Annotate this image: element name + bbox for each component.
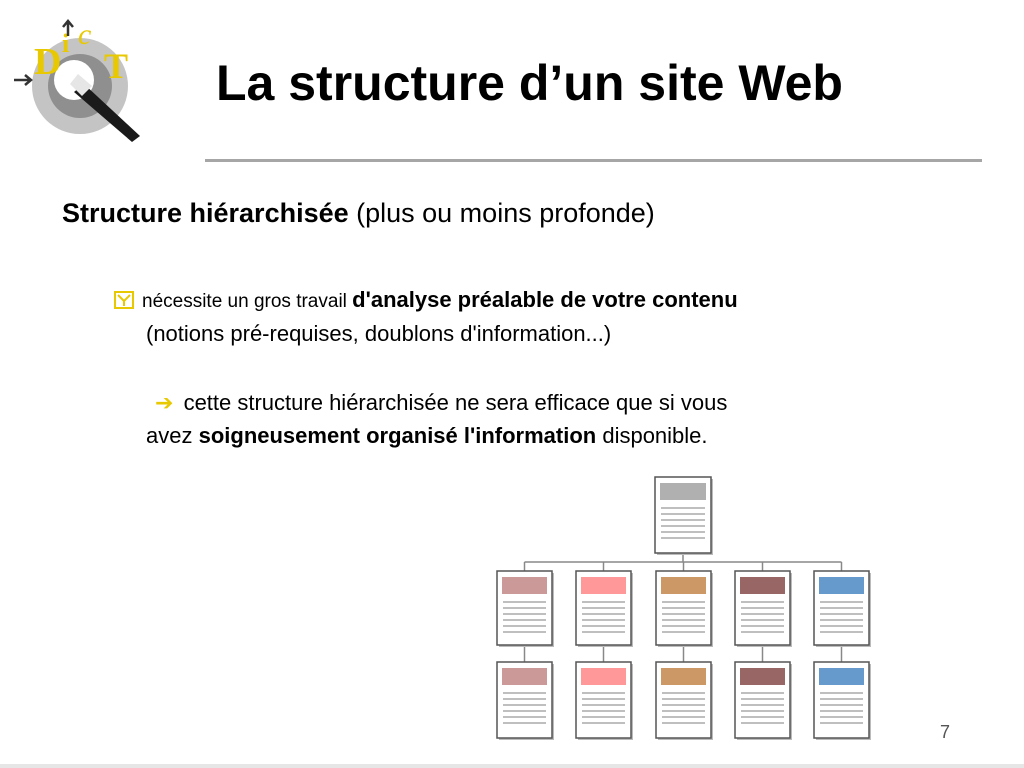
note-text-pre: avez bbox=[146, 423, 199, 448]
level1-page-icon-5-header bbox=[819, 577, 864, 594]
title-divider bbox=[205, 159, 982, 162]
note-text-line1: cette structure hiérarchisée ne sera eff… bbox=[183, 390, 728, 415]
dict-logo: D i c T bbox=[14, 18, 140, 142]
level1-page-icon-3-header bbox=[661, 577, 706, 594]
heading-rest: (plus ou moins profonde) bbox=[348, 198, 655, 228]
note-text-bold: soigneusement organisé l'information bbox=[198, 423, 597, 448]
section-heading: Structure hiérarchisée (plus ou moins pr… bbox=[62, 197, 655, 229]
level2-page-icon-4-header bbox=[740, 668, 785, 685]
note-line2: avez soigneusement organisé l'informatio… bbox=[146, 423, 708, 449]
hierarchy-diagram bbox=[496, 476, 871, 740]
bullet-text-line2: (notions pré-requises, doublons d'inform… bbox=[146, 321, 612, 346]
level1-page-icon-2-header bbox=[581, 577, 626, 594]
note-line1: ➔ cette structure hiérarchisée ne sera e… bbox=[155, 390, 727, 416]
note-text-post: disponible. bbox=[596, 423, 708, 448]
slide-title: La structure d’un site Web bbox=[216, 55, 843, 111]
level2-page-icon-2-header bbox=[581, 668, 626, 685]
svg-text:c: c bbox=[78, 18, 91, 51]
root-page-icon-header bbox=[660, 483, 706, 500]
level1-page-icon-1-header bbox=[502, 577, 547, 594]
svg-text:T: T bbox=[104, 46, 128, 86]
bullet-text-small: nécessite un gros travail bbox=[142, 291, 353, 312]
diagram-layer bbox=[496, 476, 871, 740]
level2-page-icon-3-header bbox=[661, 668, 706, 685]
arrow-right-icon: ➔ bbox=[155, 390, 174, 415]
svg-text:D: D bbox=[34, 41, 61, 83]
page-number: 7 bbox=[940, 722, 951, 742]
bullet-point: nécessite un gros travail d'analyse préa… bbox=[114, 287, 738, 314]
checkbox-y-icon bbox=[114, 291, 134, 309]
bullet-text-bold: d'analyse préalable de votre contenu bbox=[352, 287, 738, 312]
level2-page-icon-1-header bbox=[502, 668, 547, 685]
heading-bold: Structure hiérarchisée bbox=[62, 198, 349, 228]
level1-page-icon-4-header bbox=[740, 577, 785, 594]
svg-text:i: i bbox=[62, 29, 69, 58]
level2-page-icon-5-header bbox=[819, 668, 864, 685]
footer-bar bbox=[0, 764, 1024, 768]
